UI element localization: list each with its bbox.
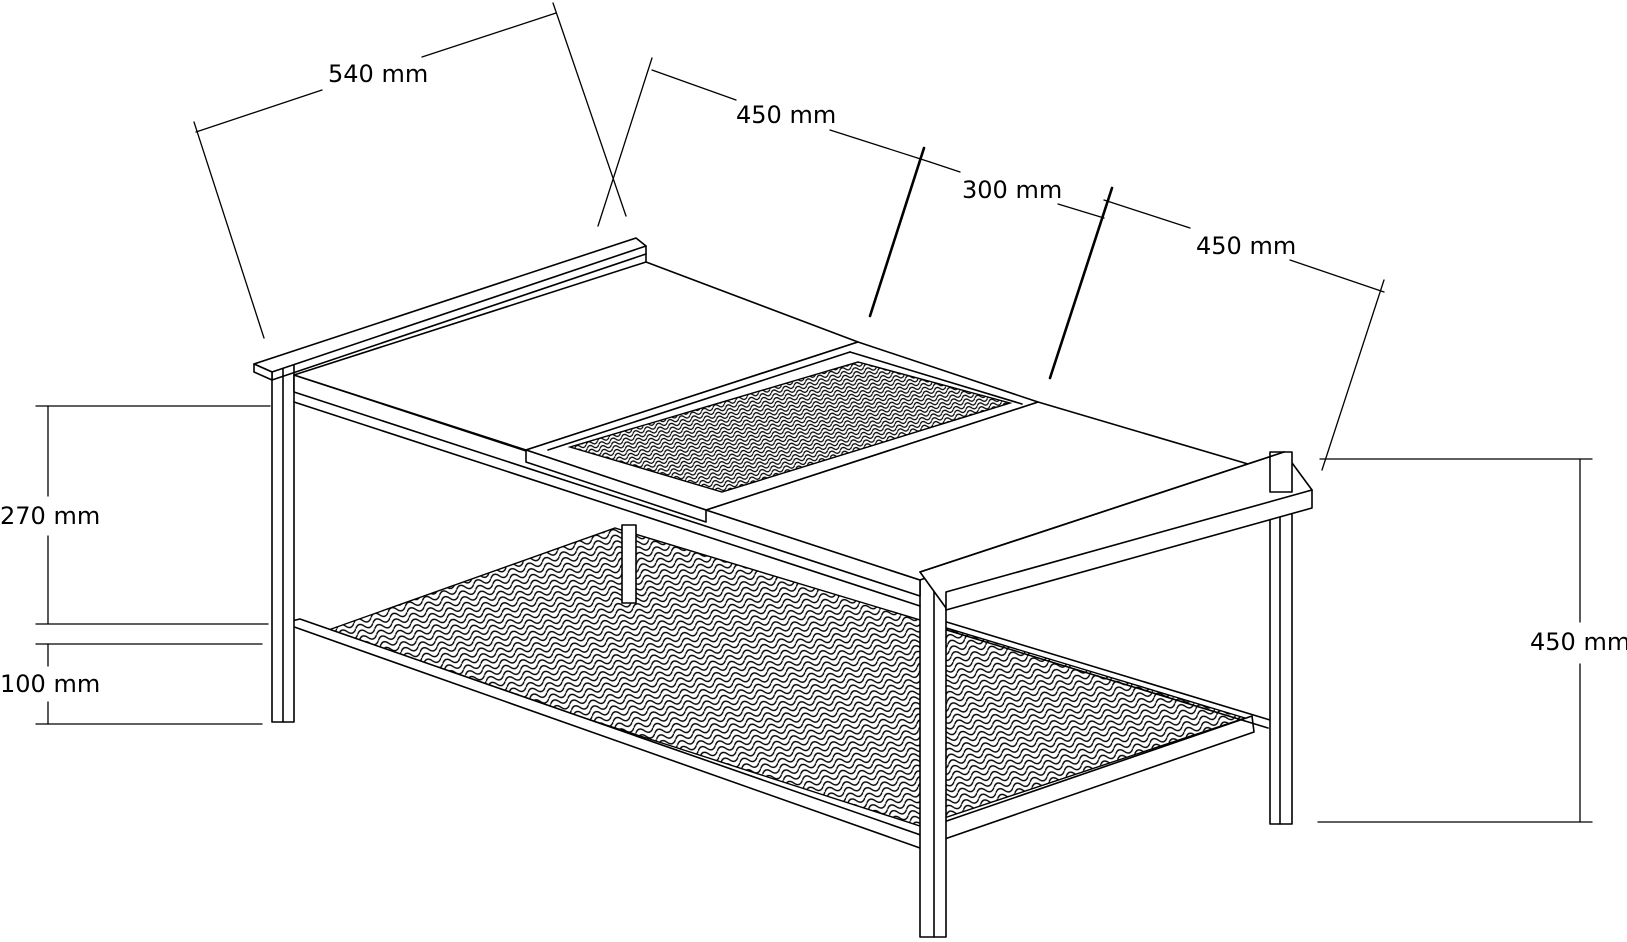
dim-450l-ext <box>597 57 653 227</box>
dimension-labels: 540 mm 450 mm 300 mm 450 mm 270 mm 100 m… <box>0 60 1627 698</box>
dim-450r-ext <box>1321 279 1385 471</box>
center-tray-inner-right <box>849 351 1023 405</box>
leg-back-right <box>1269 509 1293 825</box>
dim-450l-line-a <box>651 69 737 101</box>
label-width-right: 450 mm <box>1196 232 1296 260</box>
legs <box>271 357 1293 938</box>
dim-540-ext-right <box>552 2 627 217</box>
label-depth-top: 540 mm <box>328 60 428 88</box>
top-frame <box>253 237 1313 611</box>
dim-300-ext-left <box>868 146 926 318</box>
lower-shelf-back-rail <box>939 619 1271 721</box>
lower-shelf-back-rail-inner <box>939 627 1269 729</box>
dim-540-ext-left <box>193 121 265 339</box>
dim-450l-line-b <box>829 129 931 163</box>
label-shelf-gap: 270 mm <box>0 502 100 530</box>
right-end-rail-front <box>945 489 1313 611</box>
right-end-post <box>1269 451 1293 493</box>
leg-back-left <box>621 524 637 604</box>
dim-540-line-a <box>195 89 323 133</box>
dimension-lines <box>35 2 1593 823</box>
right-end-rail-back-edge <box>919 451 1285 573</box>
label-width-center: 300 mm <box>962 176 1062 204</box>
lower-shelf <box>282 527 1271 849</box>
label-shelf-height: 100 mm <box>0 670 100 698</box>
dim-450r-line-a <box>1103 199 1191 229</box>
dim-450r-line-b <box>1289 259 1385 293</box>
center-tray-inner-back <box>547 351 851 451</box>
dim-300-ext-right <box>1048 186 1114 380</box>
dim-540-line-b <box>421 12 557 58</box>
leg-front-right <box>919 576 947 938</box>
label-total-height: 450 mm <box>1530 628 1627 656</box>
center-tray-mesh <box>567 361 1013 493</box>
front-apron-lower-edge <box>293 401 921 607</box>
label-width-left: 450 mm <box>736 101 836 129</box>
left-end-rail-bottom-edge <box>271 253 647 381</box>
dim-300-line-a <box>929 161 961 173</box>
dim-300-line-b <box>1057 203 1105 219</box>
center-tray-edge <box>525 449 707 523</box>
